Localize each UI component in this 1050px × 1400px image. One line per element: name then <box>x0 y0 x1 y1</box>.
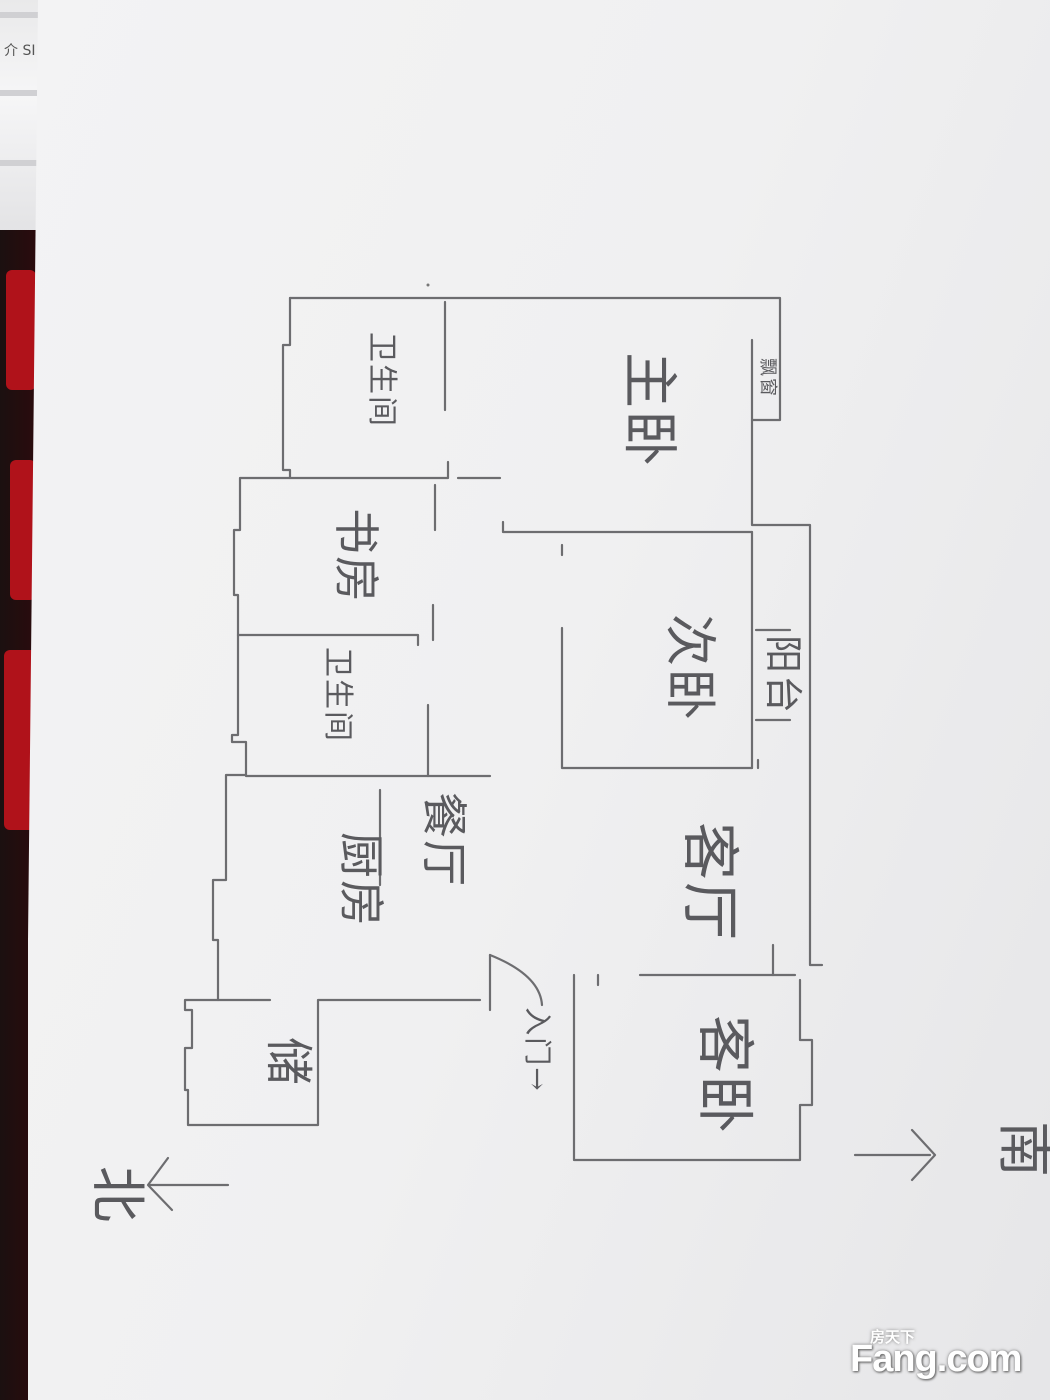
label-bathroom: 卫生间 <box>320 647 355 743</box>
red-pattern <box>6 270 36 390</box>
balcony-frame <box>754 628 792 722</box>
label-balcony: 阳台 <box>761 635 805 715</box>
red-pattern <box>10 460 36 600</box>
south-indicator: 南 <box>853 1121 1050 1182</box>
fang-watermark: 房天下 Fang.com <box>850 1328 1040 1390</box>
label-bay-window: 飘窗 <box>757 358 778 398</box>
label-entrance: 入门→ <box>521 1007 554 1092</box>
label-study: 书房 <box>329 508 383 604</box>
label-storage: 储 <box>260 1037 316 1087</box>
device-edge-text: 介 SI <box>4 43 36 59</box>
paper-sheet <box>28 0 1050 1400</box>
south-arrowhead-icon <box>910 1128 937 1182</box>
label-second-bedroom: 次卧 <box>659 614 719 722</box>
watermark-chinese: 房天下 <box>870 1328 916 1346</box>
label-kitchen: 厨房 <box>334 832 388 928</box>
north-indicator: 北 <box>84 1156 230 1224</box>
label-guest-bedroom: 客卧 <box>691 1015 759 1135</box>
label-master-bedroom: 主卧 <box>616 352 681 468</box>
interior-walls <box>236 300 775 987</box>
entrance-door <box>488 953 544 1012</box>
label-north: 北 <box>84 1166 149 1224</box>
device-edge-line <box>0 12 40 18</box>
device-edge-line <box>0 90 40 96</box>
watermark-brand: Fang.com <box>850 1338 1022 1380</box>
device-edge-line <box>0 160 40 166</box>
north-arrowhead-icon <box>146 1156 174 1212</box>
label-dining: 餐厅 <box>417 792 471 888</box>
label-master-bathroom: 卫生间 <box>364 332 399 428</box>
label-living-room: 客厅 <box>676 822 744 942</box>
pencil-dot <box>426 283 430 287</box>
label-south: 南 <box>991 1121 1050 1179</box>
outer-walls <box>183 296 824 1162</box>
